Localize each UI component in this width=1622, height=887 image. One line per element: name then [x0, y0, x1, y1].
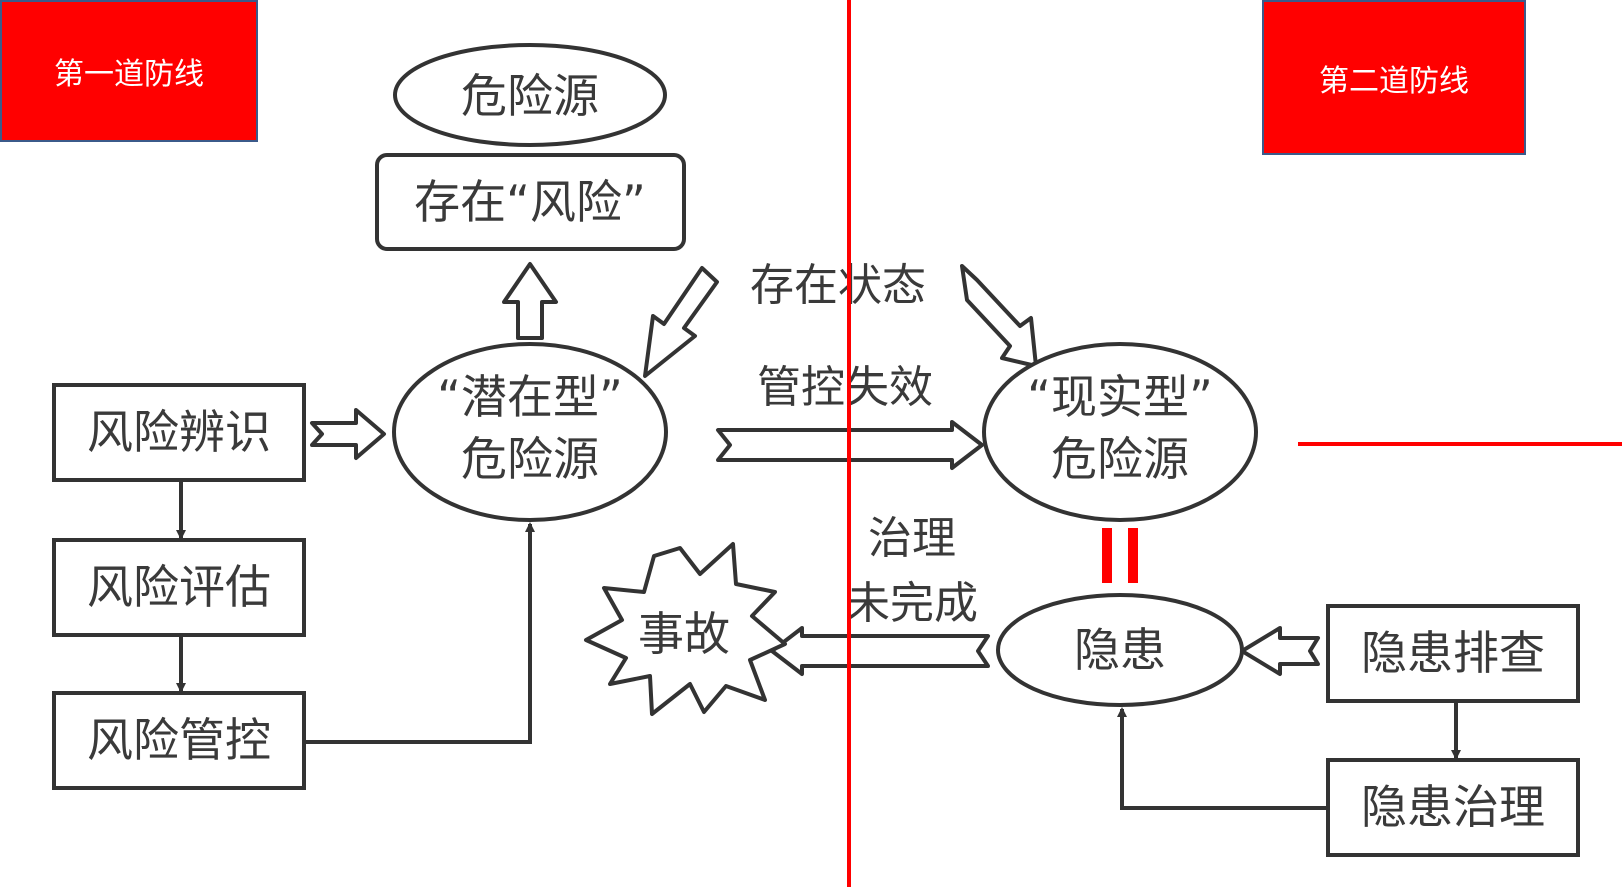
up-hollow-arrow: [502, 262, 558, 340]
equals-bar-left: [1102, 528, 1112, 583]
risk-control-box: [52, 691, 306, 790]
first-line-badge: 第一道防线: [0, 0, 258, 142]
hazard-govern-box: [1326, 758, 1580, 857]
govern-to-hazard-arrow: [1117, 707, 1328, 810]
govern-incomplete-line1: 治理: [868, 513, 956, 564]
risk-control-label: 风险管控: [87, 713, 271, 767]
inspect-to-hazard-arrow: [1240, 626, 1320, 676]
risk-identify-label: 风险辨识: [87, 405, 271, 459]
potential-hazard-line1: “潜在型”: [437, 370, 623, 424]
risk-assess-label: 风险评估: [87, 560, 271, 614]
second-line-label: 第二道防线: [1319, 63, 1469, 99]
control-failure-label: 管控失效: [757, 362, 933, 413]
identify-to-potential-arrow: [310, 408, 386, 460]
realistic-hazard-line1: “现实型”: [1027, 370, 1213, 424]
hazard-source-ellipse: [393, 43, 667, 147]
potential-hazard-ellipse: [392, 342, 668, 522]
equals-bar-right: [1128, 528, 1138, 583]
hazard-govern-label: 隐患治理: [1361, 780, 1545, 834]
risk-exists-box: [375, 153, 686, 251]
hazard-source-label: 危险源: [461, 69, 599, 123]
exist-state-left-arrow: [643, 266, 719, 378]
hazard-inspect-label: 隐患排查: [1361, 626, 1545, 680]
risk-exists-label: 存在“风险”: [414, 175, 646, 229]
control-to-potential-arrow: [304, 522, 535, 744]
realistic-hazard-ellipse: [982, 342, 1258, 522]
realistic-hazard-line2: 危险源: [1051, 432, 1189, 486]
potential-hazard-line2: 危险源: [461, 432, 599, 486]
govern-incomplete-line2: 未完成: [846, 578, 978, 629]
hidden-danger-label: 隐患: [1074, 623, 1166, 677]
first-line-label: 第一道防线: [54, 57, 204, 92]
accident-starburst: [584, 542, 787, 716]
accident-label: 事故: [638, 607, 730, 661]
hazard-inspect-box: [1326, 604, 1580, 703]
exist-state-right-arrow: [960, 264, 1038, 368]
exist-state-label: 存在状态: [750, 260, 926, 311]
hazard-to-accident-arrow: [770, 626, 990, 676]
second-line-badge: 第二道防线: [1262, 0, 1526, 155]
